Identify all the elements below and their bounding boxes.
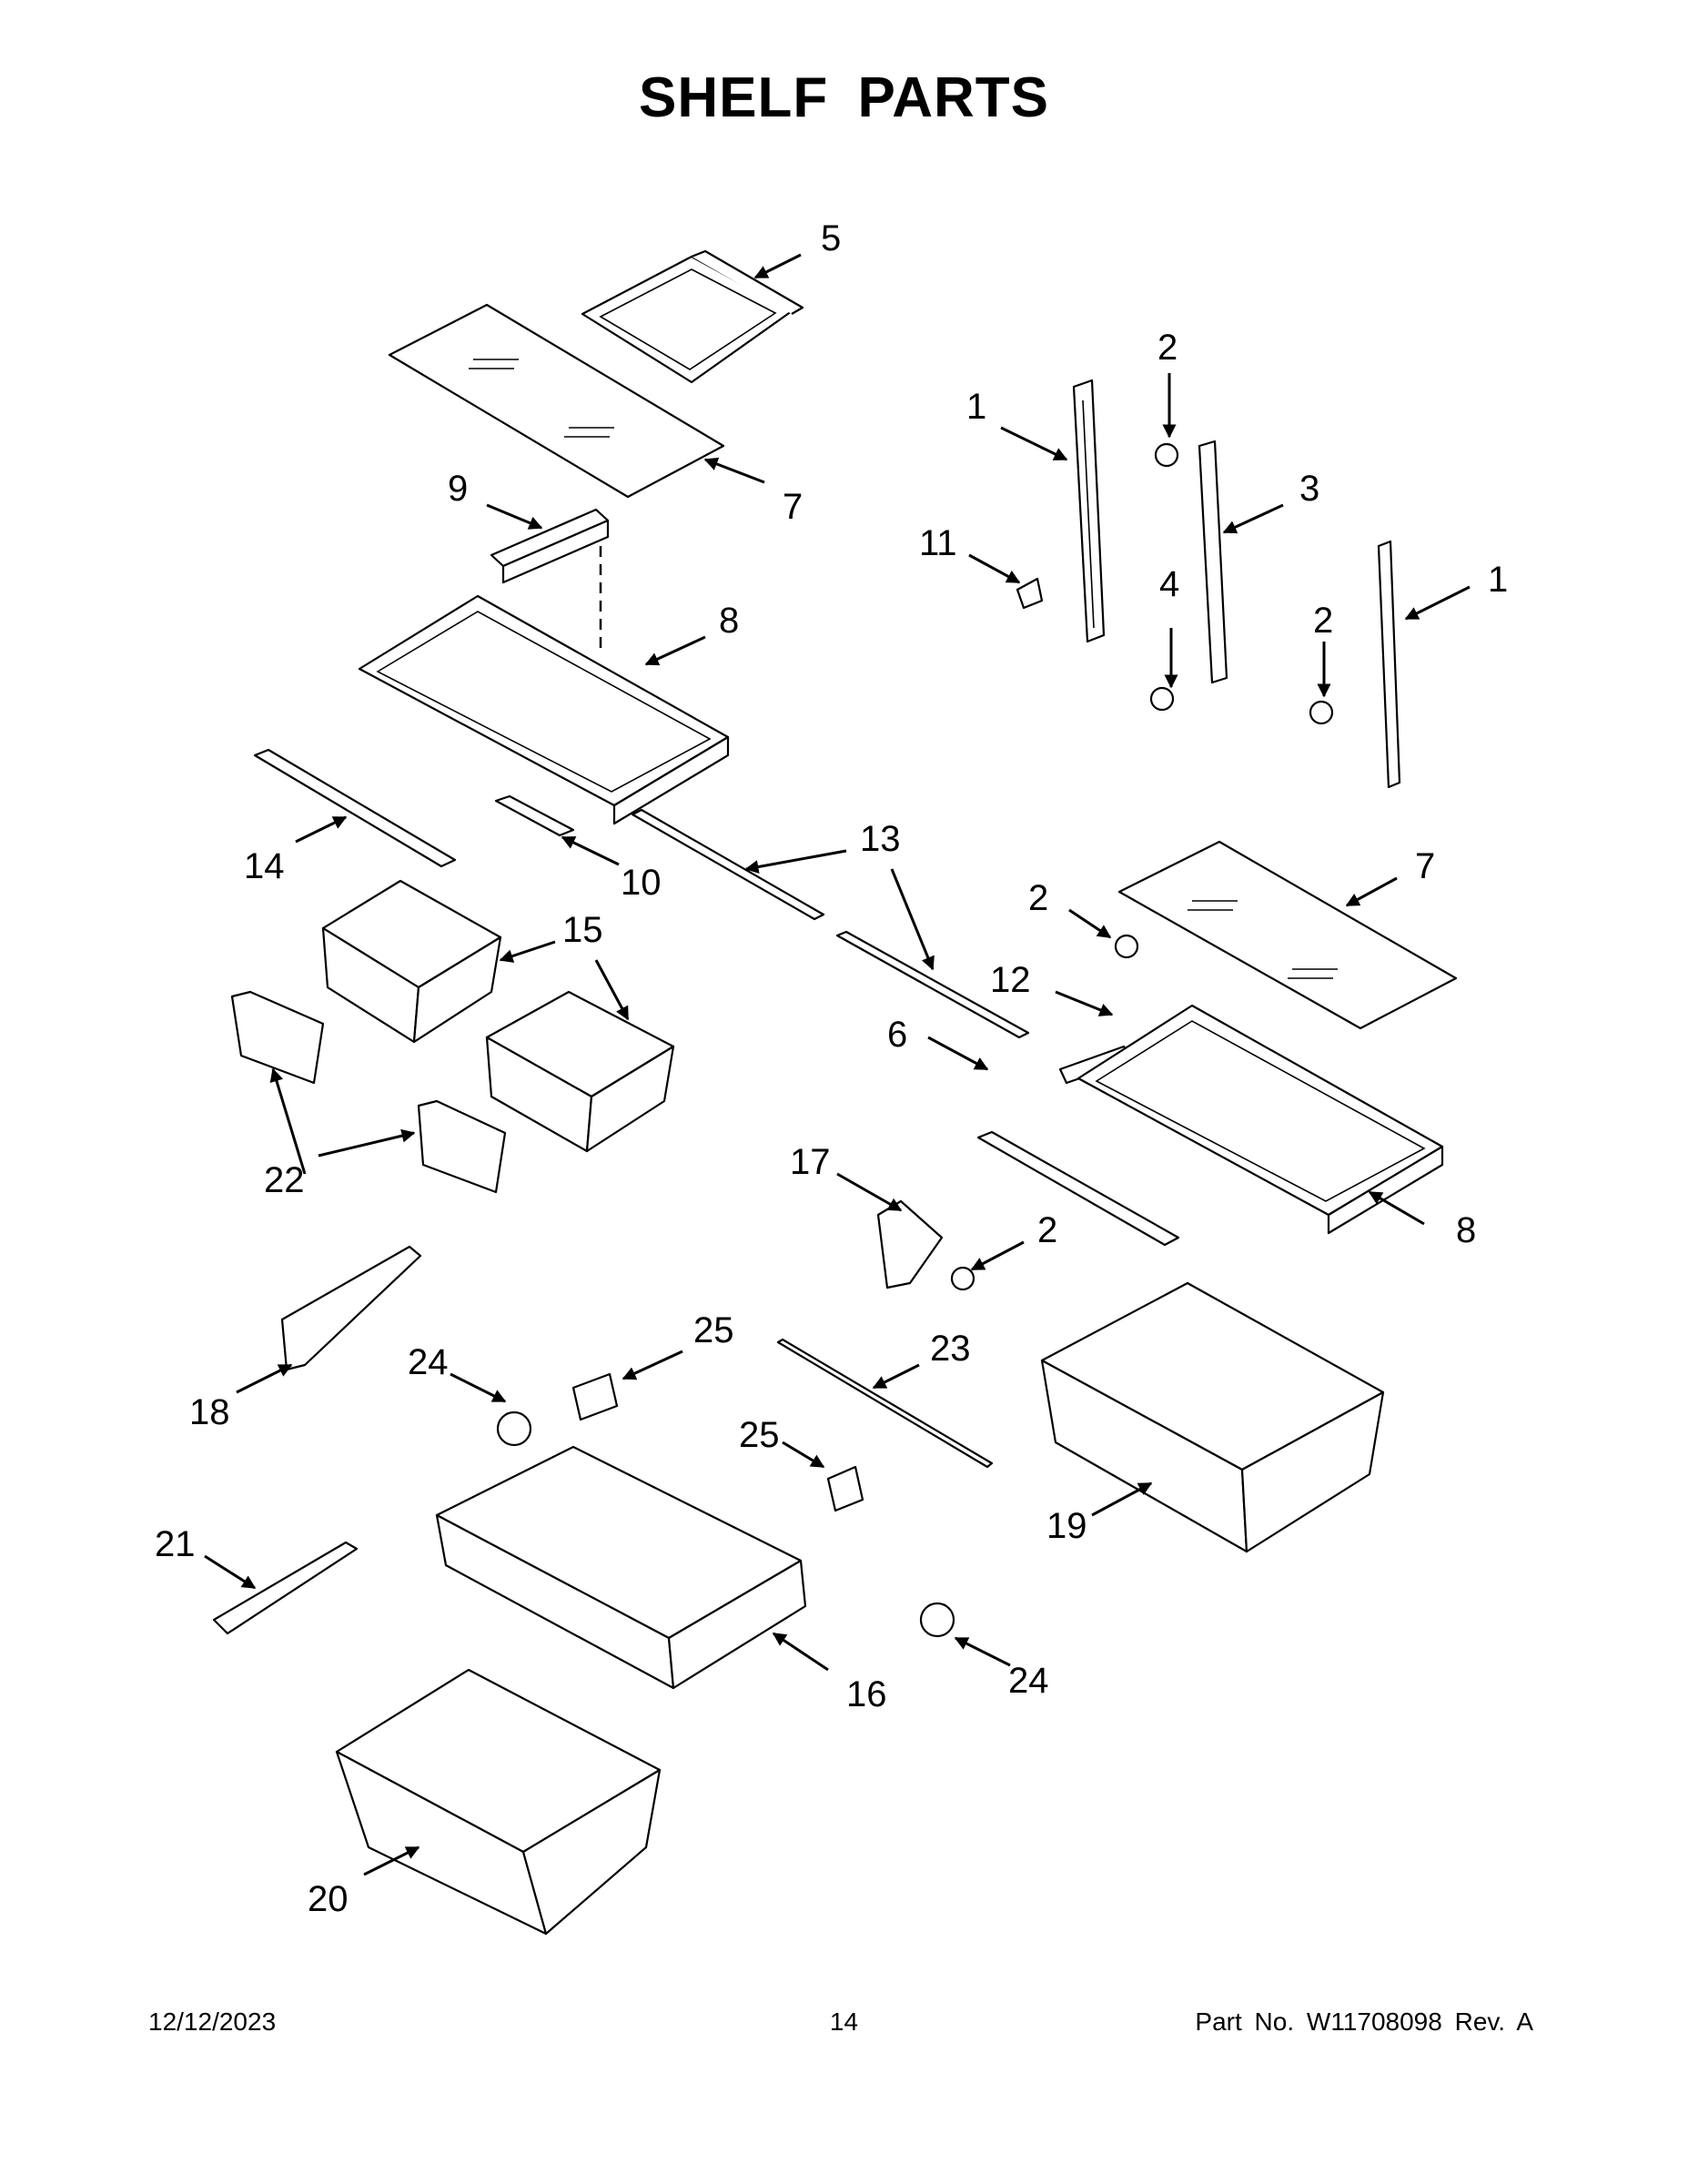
callout-25-mid: 25 bbox=[739, 1415, 780, 1455]
part-5-shelf-frame bbox=[581, 249, 804, 384]
callout-11: 11 bbox=[919, 523, 957, 563]
part-14-trim-strip bbox=[253, 748, 457, 868]
callout-2-top: 2 bbox=[1157, 328, 1178, 368]
callout-10: 10 bbox=[621, 863, 662, 903]
callout-19: 19 bbox=[1046, 1506, 1087, 1546]
part-2-screw-c bbox=[1114, 934, 1139, 959]
callout-2-mid: 2 bbox=[1028, 878, 1048, 918]
callout-7-top: 7 bbox=[783, 487, 803, 527]
part-2-screw-d bbox=[950, 1266, 975, 1291]
callout-8-top: 8 bbox=[719, 601, 739, 641]
callout-1-right: 1 bbox=[1488, 560, 1508, 600]
part-3-rail-center bbox=[1198, 440, 1228, 684]
callout-1-left: 1 bbox=[966, 387, 986, 427]
part-22-bin-front-a bbox=[230, 990, 325, 1085]
part-9-shelf-slide bbox=[490, 508, 610, 584]
part-11-bracket bbox=[1016, 577, 1044, 610]
part-7-glass-shelf-lower bbox=[1117, 840, 1458, 1030]
callout-16: 16 bbox=[846, 1674, 887, 1714]
part-7-glass-shelf-upper bbox=[388, 303, 725, 499]
callout-20: 20 bbox=[308, 1879, 349, 1919]
part-4-screw bbox=[1149, 686, 1175, 712]
part-1-rail-left bbox=[1072, 379, 1106, 643]
part-23-rod bbox=[776, 1338, 994, 1469]
callout-15: 15 bbox=[562, 910, 603, 950]
callout-14: 14 bbox=[244, 846, 285, 886]
part-8-shelf-frame-lower bbox=[1076, 1004, 1444, 1235]
part-15-bin-left bbox=[321, 879, 502, 1044]
part-24-gear-right bbox=[919, 1602, 955, 1638]
part-10-clip bbox=[494, 794, 575, 837]
part-25-bracket-right bbox=[826, 1465, 864, 1512]
callout-21: 21 bbox=[155, 1524, 196, 1564]
part-16-wire-basket bbox=[435, 1445, 807, 1690]
part-21-divider bbox=[212, 1541, 359, 1635]
callout-24-right: 24 bbox=[1008, 1661, 1049, 1701]
part-22-bin-front-b bbox=[417, 1099, 507, 1194]
footer-date: 12/12/2023 bbox=[148, 2007, 277, 2036]
callout-2-right: 2 bbox=[1313, 601, 1333, 641]
part-20-wire-basket bbox=[335, 1668, 662, 1936]
page-title: SHELF PARTS bbox=[639, 66, 1049, 129]
part-8-shelf-frame-upper bbox=[358, 594, 730, 825]
callout-25-top: 25 bbox=[693, 1310, 734, 1350]
footer-page-number: 14 bbox=[829, 2007, 859, 2036]
callout-9: 9 bbox=[448, 469, 468, 509]
part-15-bin-right bbox=[485, 990, 675, 1153]
callout-12: 12 bbox=[990, 960, 1031, 1000]
part-19-crisper-drawer bbox=[1040, 1281, 1385, 1553]
callout-5: 5 bbox=[821, 218, 841, 258]
part-13-trim-right bbox=[835, 930, 1030, 1039]
callout-23: 23 bbox=[930, 1329, 971, 1369]
callout-3: 3 bbox=[1299, 469, 1319, 509]
part-2-screw-b bbox=[1309, 700, 1334, 725]
callout-24-left: 24 bbox=[408, 1342, 449, 1382]
callout-17: 17 bbox=[790, 1142, 831, 1182]
part-17-bracket bbox=[876, 1199, 944, 1289]
callout-2-lower: 2 bbox=[1037, 1210, 1057, 1250]
callout-6: 6 bbox=[887, 1015, 907, 1055]
part-6-trim-strip bbox=[976, 1130, 1180, 1247]
part-1-rail-right bbox=[1377, 540, 1401, 789]
callout-13: 13 bbox=[860, 819, 901, 859]
callout-8-lower: 8 bbox=[1456, 1210, 1476, 1250]
part-13-trim-left bbox=[631, 808, 825, 921]
footer-part-number: Part No. W11708098 Rev. A bbox=[1195, 2007, 1533, 2036]
part-2-screw-a bbox=[1154, 442, 1179, 468]
callout-22: 22 bbox=[264, 1160, 305, 1200]
part-18-divider bbox=[280, 1245, 422, 1371]
callout-7-lower: 7 bbox=[1415, 846, 1435, 886]
part-25-bracket-left bbox=[571, 1372, 619, 1421]
callout-18: 18 bbox=[189, 1392, 230, 1432]
callout-4: 4 bbox=[1159, 564, 1179, 604]
part-24-gear-left bbox=[496, 1410, 532, 1447]
